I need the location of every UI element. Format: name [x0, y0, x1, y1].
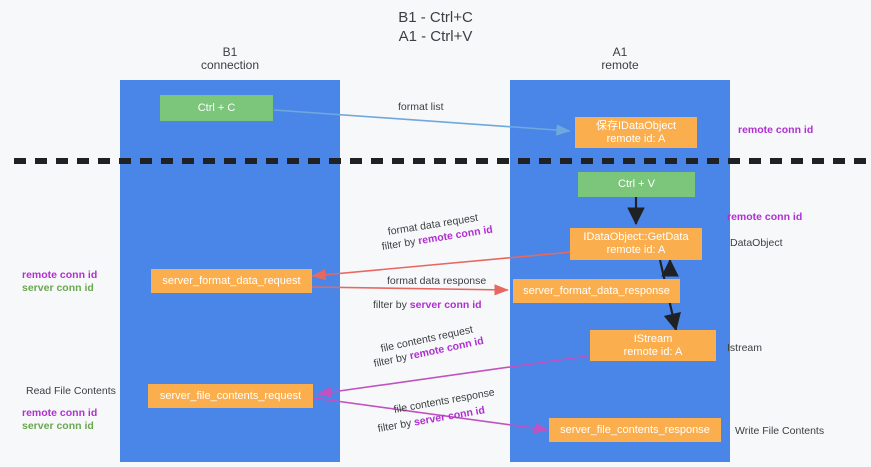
box-idataobject-getdata[interactable]: IDataObject::GetData remote id: A	[570, 228, 702, 260]
label-filter-prefix-2: filter by	[373, 299, 410, 311]
label-filter-server-conn-id: server conn id	[409, 299, 482, 311]
box-save-idataobject-line1: 保存IDataObject	[595, 119, 677, 132]
box-istream-line1: IStream	[633, 332, 673, 345]
right-label-write-file-contents: Write File Contents	[735, 425, 825, 437]
label-filter-prefix-4: filter by	[376, 416, 416, 435]
box-server-format-data-response[interactable]: server_format_data_response	[513, 279, 680, 303]
lane-a1-header: A1 remote	[510, 46, 730, 72]
box-server-file-contents-request[interactable]: server_file_contents_request	[148, 384, 313, 408]
box-server-format-data-response-line1: server_format_data_response	[523, 284, 670, 297]
box-ctrl-c-line1: Ctrl + C	[197, 101, 236, 114]
right-label-remote-conn-id-mid: remote conn id	[727, 211, 803, 223]
box-server-file-contents-response[interactable]: server_file_contents_response	[549, 418, 721, 442]
box-ctrl-v-line1: Ctrl + V	[618, 178, 655, 190]
box-ctrl-c[interactable]: Ctrl + C	[160, 95, 273, 121]
box-save-idataobject[interactable]: 保存IDataObject remote id: A	[575, 117, 697, 148]
left-label-read-file-contents: Read File Contents	[26, 385, 116, 397]
box-server-format-data-request-line1: server_format_data_request	[162, 274, 301, 287]
box-idataobject-getdata-line1: IDataObject::GetData	[583, 231, 689, 243]
label-format-list-text: format list	[398, 101, 444, 113]
label-filter-prefix-3: filter by	[372, 350, 412, 370]
right-label-dataobject: DataObject	[730, 237, 783, 249]
box-server-format-data-request[interactable]: server_format_data_request	[151, 269, 312, 293]
label-format-data-response-filter: filter by server conn id	[373, 299, 482, 312]
label-format-data-response: format data response	[387, 275, 486, 288]
right-label-remote-conn-id-top: remote conn id	[738, 124, 814, 136]
label-format-data-response-text: format data response	[387, 275, 487, 287]
box-istream-line2: remote id: A	[623, 345, 683, 358]
lane-b1-title: B1	[222, 45, 238, 59]
right-label-istream: Istream	[727, 342, 763, 354]
box-save-idataobject-line2: remote id: A	[606, 132, 666, 145]
box-istream[interactable]: IStream remote id: A	[590, 330, 716, 361]
lane-b1-subtitle: connection	[200, 58, 260, 72]
left-label-remote-conn-id-bottom: remote conn id	[22, 407, 98, 419]
page-title: B1 - Ctrl+C A1 - Ctrl+V	[398, 9, 473, 45]
left-label-remote-conn-id-mid: remote conn id	[22, 269, 98, 281]
lane-b1-header: B1 connection	[120, 46, 340, 72]
box-ctrl-v[interactable]: Ctrl + V	[578, 172, 695, 197]
box-server-file-contents-request-line1: server_file_contents_request	[159, 389, 302, 402]
label-format-list: format list	[398, 101, 444, 114]
left-label-server-conn-id-mid: server conn id	[22, 282, 94, 294]
left-label-server-conn-id-bottom: server conn id	[22, 420, 94, 432]
lane-a1-title: A1	[612, 45, 628, 59]
lane-a1-subtitle: remote	[601, 58, 639, 72]
box-idataobject-getdata-line2: remote id: A	[606, 244, 666, 256]
label-filter-prefix: filter by	[380, 235, 420, 253]
box-server-file-contents-response-line1: server_file_contents_response	[560, 423, 710, 436]
